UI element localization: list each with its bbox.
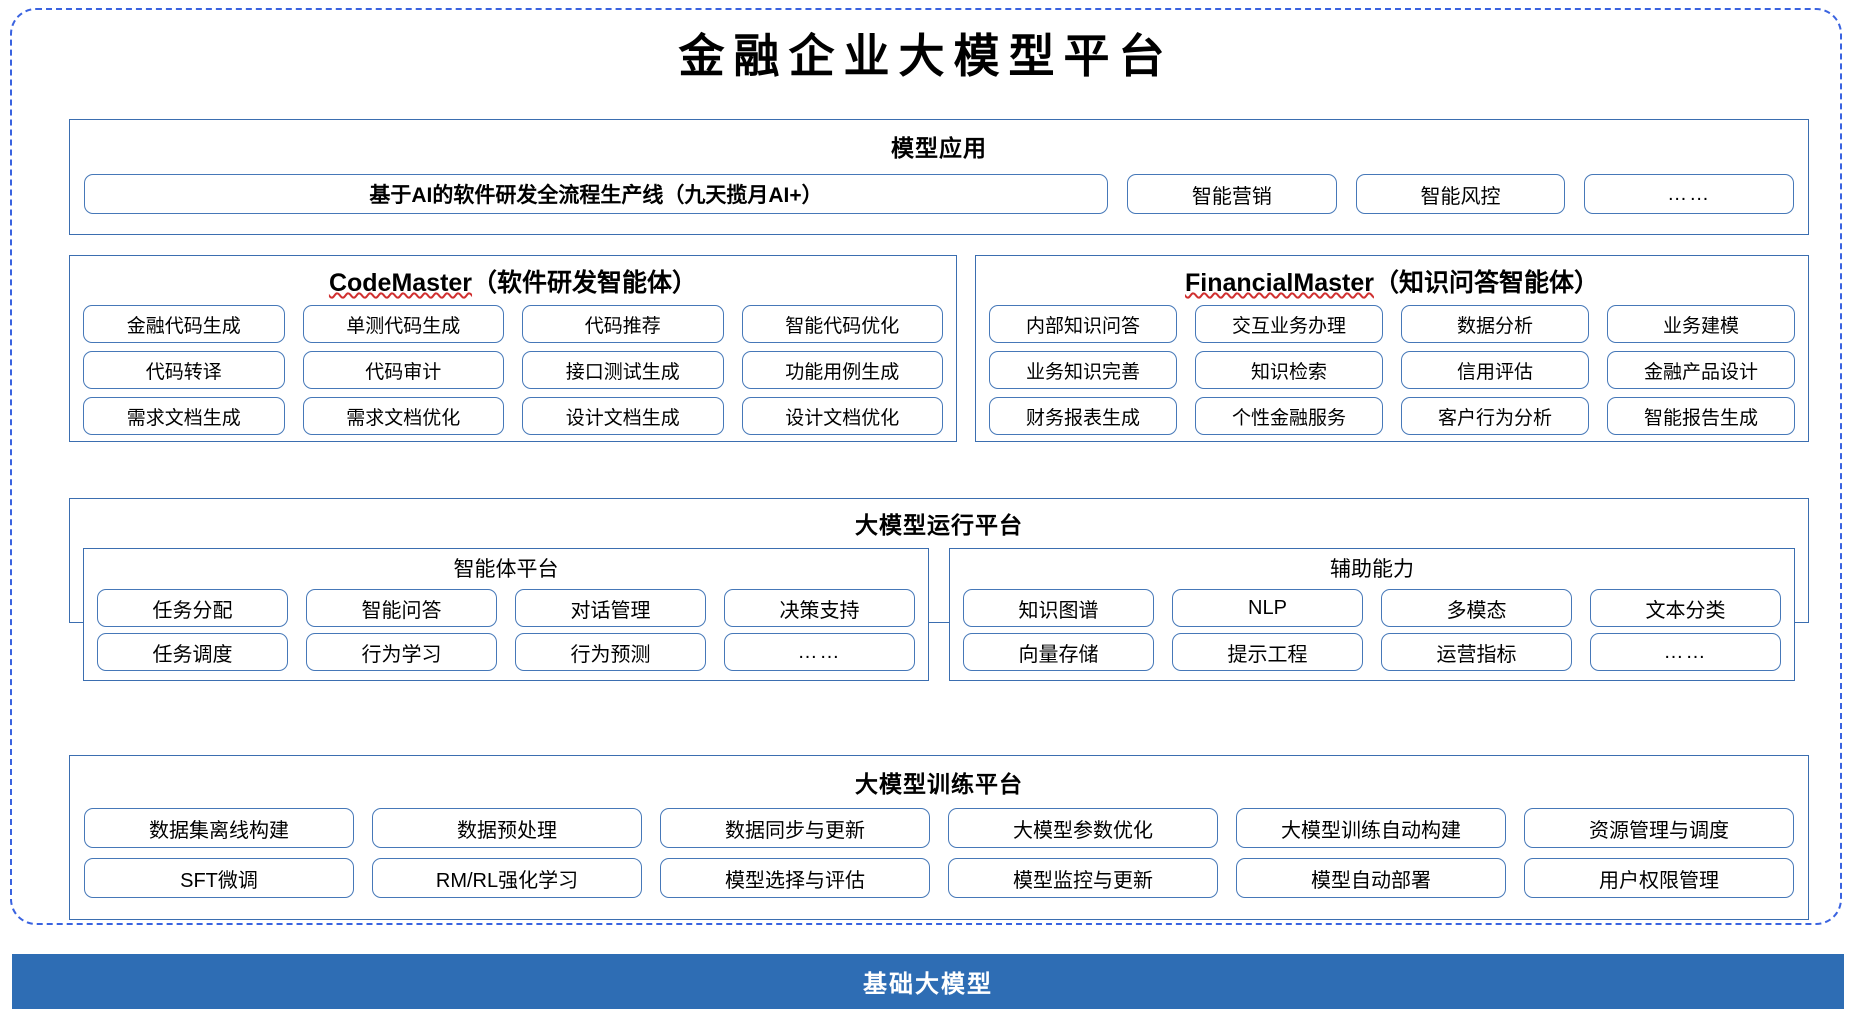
runtime-chip[interactable]: 决策支持 — [724, 589, 915, 627]
training-chip[interactable]: 模型选择与评估 — [660, 858, 930, 898]
financialmaster-name-cn: （知识问答智能体） — [1373, 269, 1599, 297]
application-item[interactable]: 智能风控 — [1355, 174, 1566, 214]
runtime-chip[interactable]: 智能问答 — [306, 589, 497, 627]
section-codemaster-agent: CodeMaster（软件研发智能体） 金融代码生成 单测代码生成 代码推荐 智… — [69, 255, 957, 442]
subpanel-title-agent-platform: 智能体平台 — [453, 558, 559, 581]
runtime-chip[interactable]: 对话管理 — [515, 589, 706, 627]
capability-chip[interactable]: 知识检索 — [1195, 351, 1383, 389]
training-chip[interactable]: 大模型训练自动构建 — [1236, 808, 1506, 848]
capability-chip[interactable]: 客户行为分析 — [1401, 397, 1589, 435]
capability-chip[interactable]: 交互业务办理 — [1195, 305, 1383, 343]
section-title-model-application: 模型应用 — [891, 135, 987, 161]
runtime-chip[interactable]: 文本分类 — [1590, 589, 1781, 627]
training-chip[interactable]: RM/RL强化学习 — [372, 858, 642, 898]
training-chip[interactable]: 数据预处理 — [372, 808, 642, 848]
subpanel-agent-platform: 智能体平台 任务分配 智能问答 对话管理 决策支持 任务调度 行为学习 行为预测… — [83, 548, 929, 681]
runtime-chip[interactable]: NLP — [1172, 589, 1363, 627]
capability-chip[interactable]: 单测代码生成 — [302, 305, 504, 343]
runtime-chip-more[interactable]: …… — [1590, 633, 1781, 671]
runtime-chip-row: 向量存储 提示工程 运营指标 …… — [963, 633, 1781, 671]
capability-chip[interactable]: 业务建模 — [1607, 305, 1795, 343]
training-chip[interactable]: 用户权限管理 — [1524, 858, 1794, 898]
capability-chip[interactable]: 内部知识问答 — [989, 305, 1177, 343]
capability-row: 代码转译 代码审计 接口测试生成 功能用例生成 — [83, 351, 943, 389]
runtime-chip[interactable]: 多模态 — [1381, 589, 1572, 627]
runtime-chip-row: 任务分配 智能问答 对话管理 决策支持 — [97, 589, 915, 627]
capability-row: 财务报表生成 个性金融服务 客户行为分析 智能报告生成 — [989, 397, 1795, 435]
runtime-chip[interactable]: 知识图谱 — [963, 589, 1154, 627]
application-item-more[interactable]: …… — [1584, 174, 1795, 214]
runtime-chip-row: 任务调度 行为学习 行为预测 …… — [97, 633, 915, 671]
application-item-row: 基于AI的软件研发全流程生产线（九天揽月AI+） 智能营销 智能风控 …… — [84, 174, 1795, 214]
financialmaster-capability-grid: 内部知识问答 交互业务办理 数据分析 业务建模 业务知识完善 知识检索 信用评估… — [989, 305, 1795, 435]
capability-chip[interactable]: 功能用例生成 — [741, 351, 943, 389]
section-title-financialmaster: FinancialMaster（知识问答智能体） — [976, 263, 1808, 299]
training-chip[interactable]: 模型监控与更新 — [948, 858, 1218, 898]
training-chip-grid: 数据集离线构建 数据预处理 数据同步与更新 大模型参数优化 大模型训练自动构建 … — [84, 808, 1794, 898]
capability-row: 金融代码生成 单测代码生成 代码推荐 智能代码优化 — [83, 305, 943, 343]
capability-chip[interactable]: 个性金融服务 — [1195, 397, 1383, 435]
capability-chip[interactable]: 接口测试生成 — [522, 351, 724, 389]
section-runtime-platform: 大模型运行平台 智能体平台 任务分配 智能问答 对话管理 决策支持 任务调度 行… — [69, 498, 1809, 681]
training-chip-row: SFT微调 RM/RL强化学习 模型选择与评估 模型监控与更新 模型自动部署 用… — [84, 858, 1794, 898]
capability-chip[interactable]: 需求文档优化 — [302, 397, 504, 435]
section-title-training-platform: 大模型训练平台 — [855, 771, 1023, 797]
runtime-chip-row: 知识图谱 NLP 多模态 文本分类 — [963, 589, 1781, 627]
runtime-chip[interactable]: 任务分配 — [97, 589, 288, 627]
training-chip[interactable]: SFT微调 — [84, 858, 354, 898]
subpanel-auxiliary-capability: 辅助能力 知识图谱 NLP 多模态 文本分类 向量存储 提示工程 运营指标 …… — [949, 548, 1795, 681]
runtime-chip-more[interactable]: …… — [724, 633, 915, 671]
capability-chip[interactable]: 数据分析 — [1401, 305, 1589, 343]
training-chip[interactable]: 数据集离线构建 — [84, 808, 354, 848]
diagram-outer-container: 金融企业大模型平台 模型应用 基于AI的软件研发全流程生产线（九天揽月AI+） … — [10, 8, 1842, 925]
runtime-chip[interactable]: 提示工程 — [1172, 633, 1363, 671]
training-chip[interactable]: 模型自动部署 — [1236, 858, 1506, 898]
capability-chip[interactable]: 设计文档生成 — [522, 397, 724, 435]
capability-row: 内部知识问答 交互业务办理 数据分析 业务建模 — [989, 305, 1795, 343]
codemaster-name-en: CodeMaster — [328, 269, 473, 297]
capability-chip[interactable]: 智能报告生成 — [1607, 397, 1795, 435]
capability-chip[interactable]: 代码转译 — [83, 351, 285, 389]
training-chip[interactable]: 大模型参数优化 — [948, 808, 1218, 848]
runtime-subpanel-row: 智能体平台 任务分配 智能问答 对话管理 决策支持 任务调度 行为学习 行为预测… — [83, 548, 1795, 681]
subpanel-title-auxiliary-capability: 辅助能力 — [1330, 558, 1414, 581]
section-title-runtime-platform: 大模型运行平台 — [855, 512, 1023, 538]
codemaster-capability-grid: 金融代码生成 单测代码生成 代码推荐 智能代码优化 代码转译 代码审计 接口测试… — [83, 305, 943, 435]
runtime-chip[interactable]: 任务调度 — [97, 633, 288, 671]
training-chip-row: 数据集离线构建 数据预处理 数据同步与更新 大模型参数优化 大模型训练自动构建 … — [84, 808, 1794, 848]
capability-chip[interactable]: 业务知识完善 — [989, 351, 1177, 389]
application-item[interactable]: 智能营销 — [1127, 174, 1337, 214]
application-primary-item[interactable]: 基于AI的软件研发全流程生产线（九天揽月AI+） — [84, 174, 1108, 214]
section-model-application: 模型应用 基于AI的软件研发全流程生产线（九天揽月AI+） 智能营销 智能风控 … — [69, 119, 1809, 235]
codemaster-name-cn: （软件研发智能体） — [472, 269, 698, 297]
capability-chip[interactable]: 金融产品设计 — [1607, 351, 1795, 389]
capability-chip[interactable]: 代码审计 — [302, 351, 504, 389]
section-training-platform: 大模型训练平台 数据集离线构建 数据预处理 数据同步与更新 大模型参数优化 大模… — [69, 755, 1809, 920]
section-title-codemaster: CodeMaster（软件研发智能体） — [70, 263, 956, 299]
capability-chip[interactable]: 智能代码优化 — [741, 305, 943, 343]
training-chip[interactable]: 数据同步与更新 — [660, 808, 930, 848]
page-title: 金融企业大模型平台 — [678, 31, 1174, 82]
section-financialmaster-agent: FinancialMaster（知识问答智能体） 内部知识问答 交互业务办理 数… — [975, 255, 1809, 442]
capability-chip[interactable]: 信用评估 — [1401, 351, 1589, 389]
capability-chip[interactable]: 代码推荐 — [522, 305, 724, 343]
capability-chip[interactable]: 财务报表生成 — [989, 397, 1177, 435]
capability-chip[interactable]: 需求文档生成 — [83, 397, 285, 435]
runtime-chip[interactable]: 运营指标 — [1381, 633, 1572, 671]
runtime-chip[interactable]: 行为学习 — [306, 633, 497, 671]
capability-row: 需求文档生成 需求文档优化 设计文档生成 设计文档优化 — [83, 397, 943, 435]
runtime-chip[interactable]: 向量存储 — [963, 633, 1154, 671]
capability-chip[interactable]: 金融代码生成 — [83, 305, 285, 343]
financialmaster-name-en: FinancialMaster — [1185, 269, 1374, 297]
runtime-chip[interactable]: 行为预测 — [515, 633, 706, 671]
capability-chip[interactable]: 设计文档优化 — [741, 397, 943, 435]
training-chip[interactable]: 资源管理与调度 — [1524, 808, 1794, 848]
capability-row: 业务知识完善 知识检索 信用评估 金融产品设计 — [989, 351, 1795, 389]
foundation-model-bar: 基础大模型 — [12, 954, 1844, 1009]
